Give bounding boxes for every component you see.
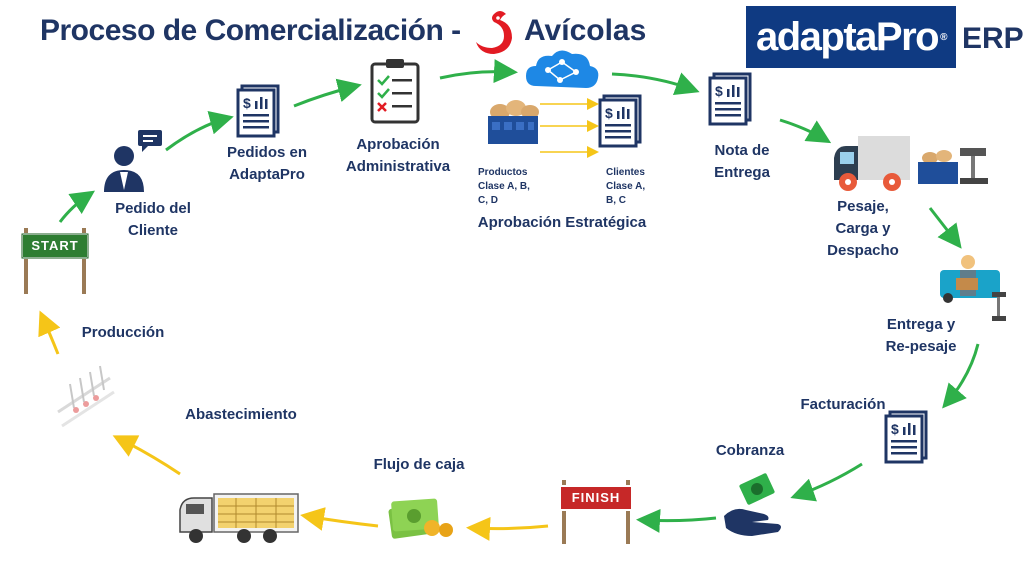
- supply-truck-icon: [179, 493, 299, 543]
- step-abastecimiento: Abastecimiento: [185, 406, 297, 423]
- checklist-clipboard-icon: [370, 59, 420, 124]
- finish-label: FINISH: [571, 490, 621, 505]
- cash-payment-icon: [724, 473, 781, 536]
- step-flujo-caja: Flujo de caja: [373, 456, 465, 473]
- page-title: Proceso de Comercialización -: [40, 14, 461, 47]
- clients-document-icon: [598, 94, 642, 148]
- step-entrega-repesaje: Entrega y Re-pesaje: [885, 316, 957, 355]
- step-produccion: Producción: [81, 324, 165, 341]
- finish-sign-icon: [559, 480, 633, 544]
- step-nota-entrega: Nota de Entrega: [714, 142, 770, 181]
- adaptapro-logo: adaptaPro®: [746, 6, 956, 68]
- step-pedido-cliente: Pedido del Cliente: [115, 200, 191, 239]
- delivery-person-icon: [940, 255, 1006, 321]
- order-document-icon: [236, 84, 280, 138]
- crate-on-scale-icon: [918, 148, 988, 184]
- delivery-note-document-icon: [708, 72, 752, 126]
- step-facturacion: Facturación: [800, 396, 886, 413]
- ai-brain-icon: [526, 50, 599, 88]
- erp-label: ERP: [962, 22, 1024, 55]
- chicken-icon: [476, 11, 512, 54]
- productos-classes: Productos Clase A, B, C, D: [478, 167, 530, 206]
- product-crate-icon: [488, 100, 539, 144]
- start-sign-icon: [21, 228, 89, 294]
- customer-icon: [104, 130, 162, 192]
- money-stack-icon: [388, 498, 453, 539]
- flow-arrows: [38, 59, 980, 541]
- step-aprobacion-administrativa: Aprobación Administrativa: [345, 136, 451, 175]
- invoice-document-icon: [884, 410, 928, 464]
- step-pedidos-adaptapro: Pedidos en AdaptaPro: [226, 144, 308, 183]
- delivery-truck-icon: [834, 136, 910, 191]
- clientes-classes: Clientes Clase A, B, C: [606, 167, 646, 206]
- page-title-suffix: Avícolas: [524, 14, 647, 47]
- step-cobranza: Cobranza: [715, 442, 785, 459]
- start-label: START: [31, 238, 79, 253]
- step-pesaje-carga-despacho: Pesaje, Carga y Despacho: [827, 198, 899, 259]
- step-aprobacion-estrategica: Aprobación Estratégica: [477, 214, 647, 231]
- production-line-icon: [57, 365, 115, 428]
